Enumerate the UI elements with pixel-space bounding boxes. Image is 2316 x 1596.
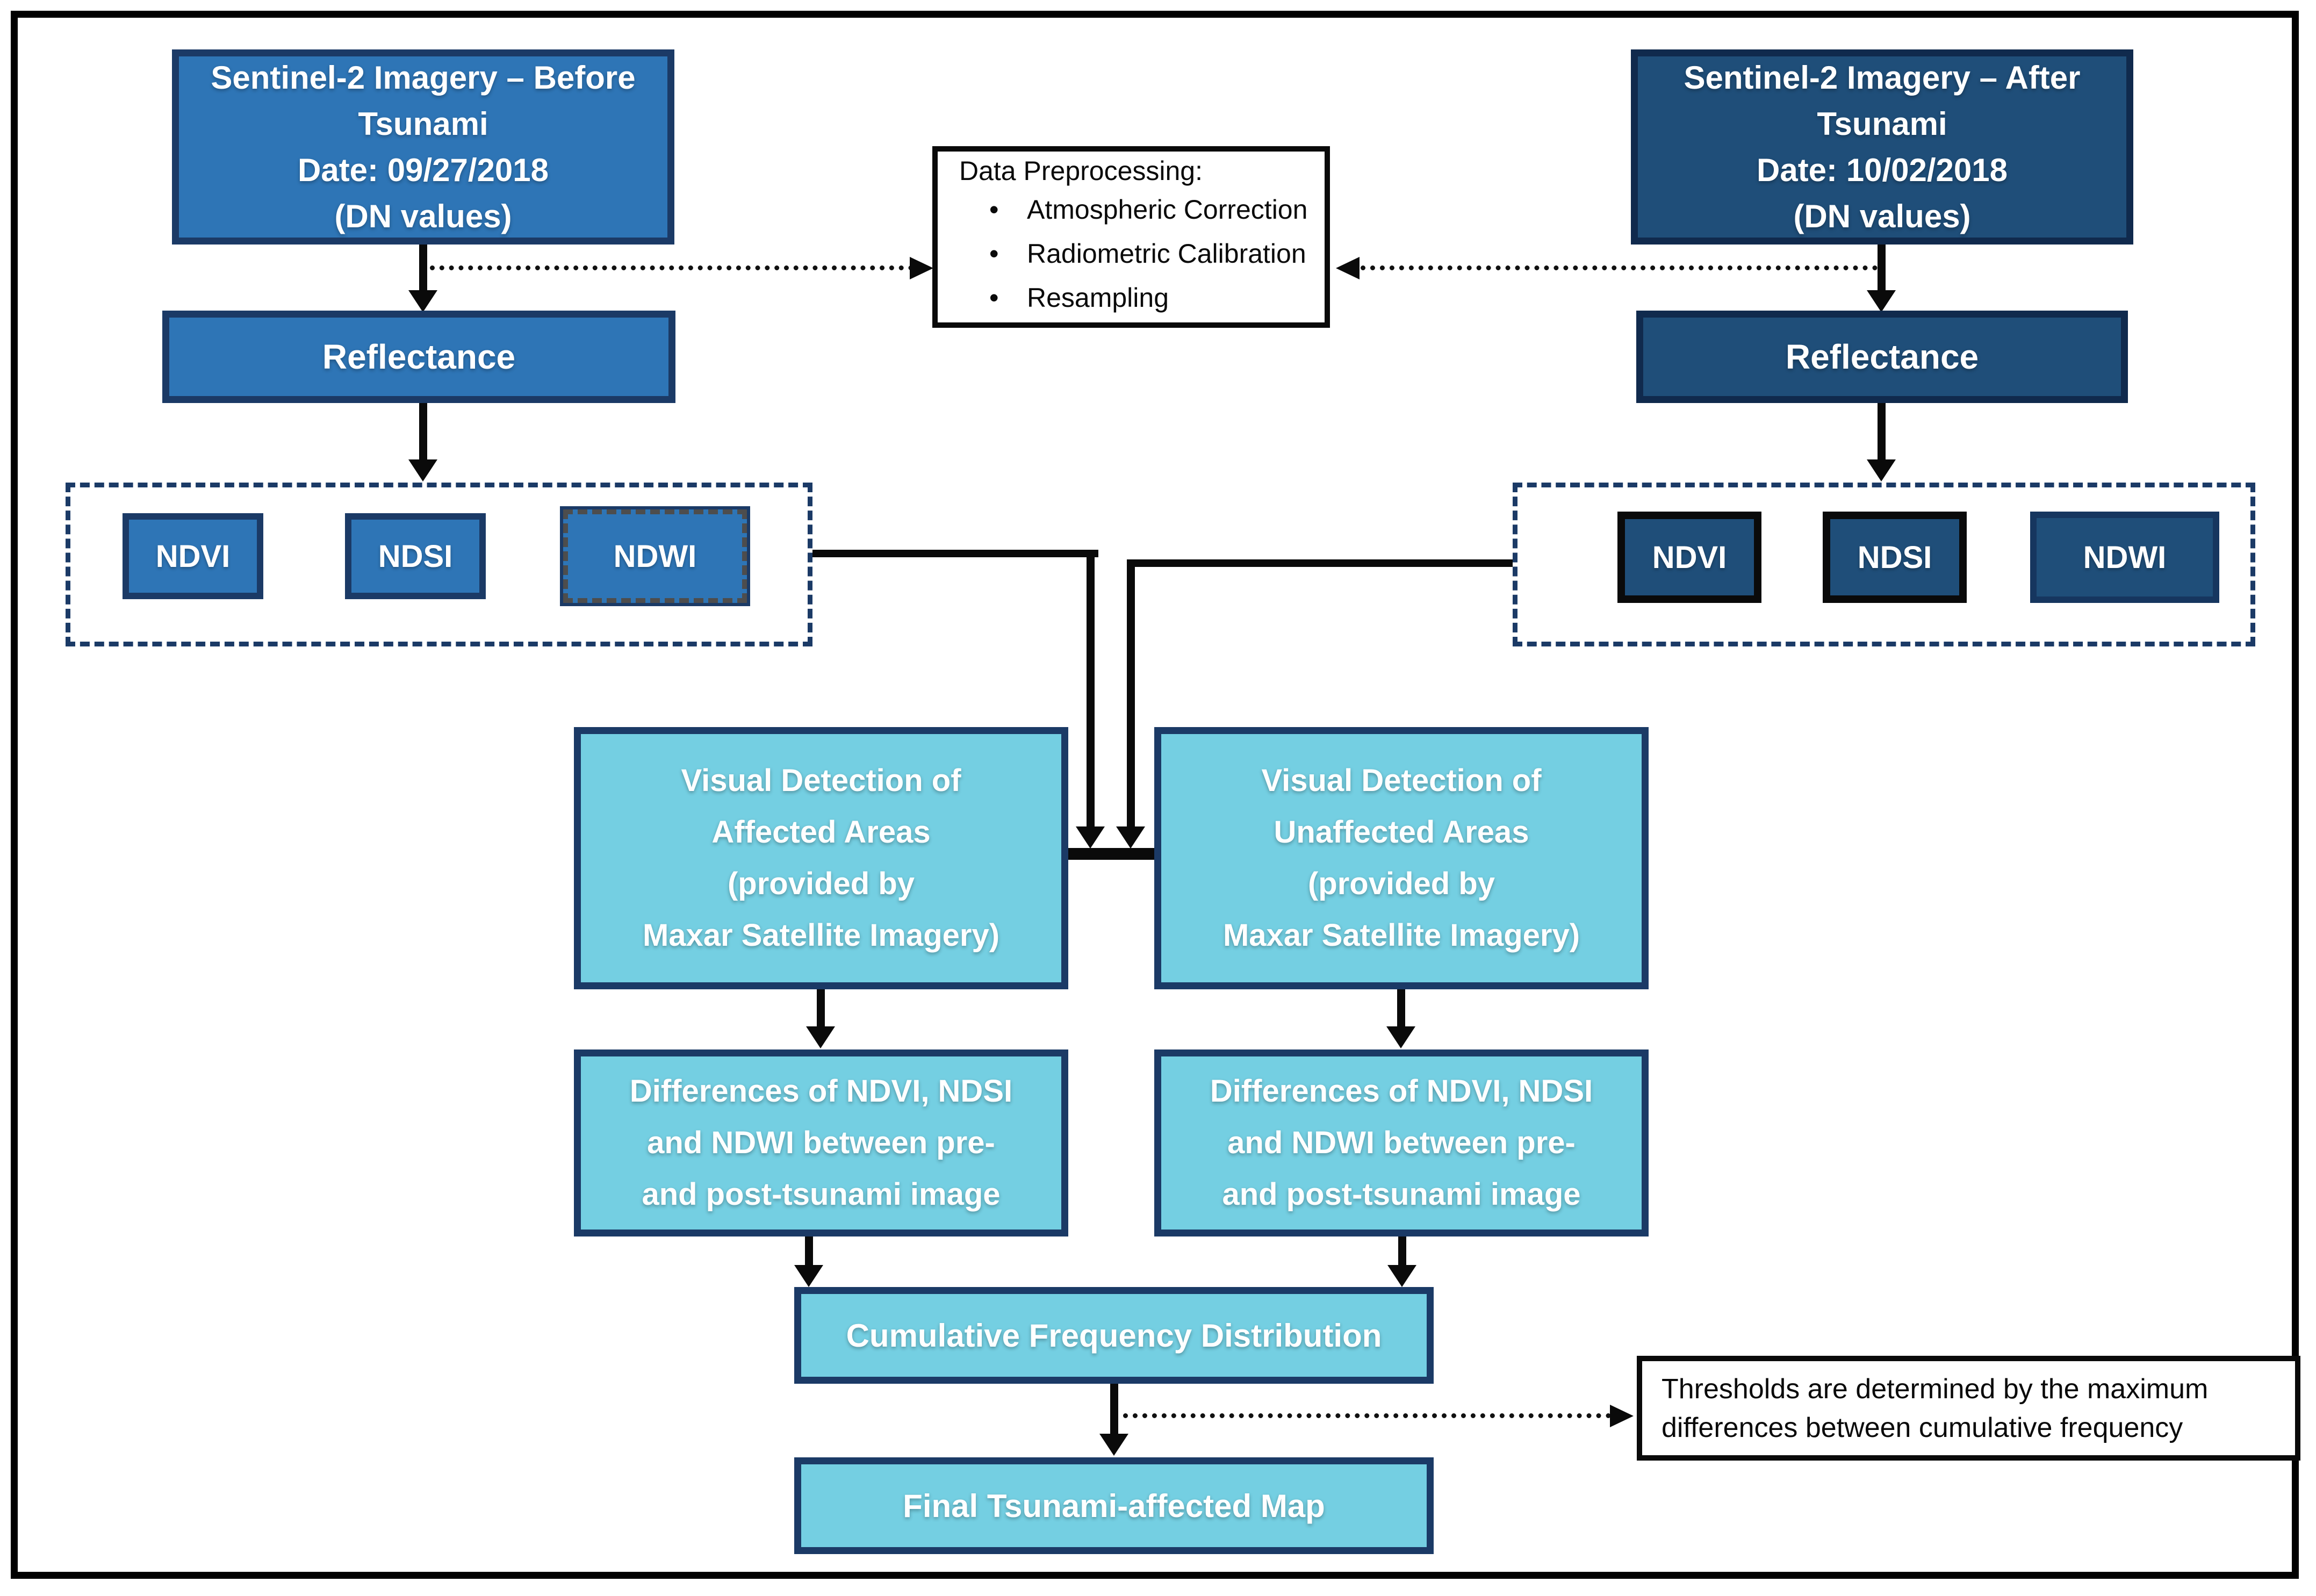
bullet-icon: • [989, 239, 999, 269]
preprocessing-item-label: Resampling [1027, 283, 1169, 313]
node-visual-affected: Visual Detection of Affected Areas (prov… [574, 727, 1068, 989]
arrow-down-icon [1099, 1434, 1128, 1456]
diff-affected-line1: Differences of NDVI, NDSI [629, 1074, 1013, 1109]
node-reflectance-left: Reflectance [162, 311, 675, 403]
arrow-down-icon [1116, 826, 1145, 849]
diff-unaffected-line3: and post-tsunami image [1222, 1177, 1581, 1212]
bullet-icon: • [989, 283, 999, 313]
arrow-down-icon [408, 290, 437, 312]
dotted-connector [430, 265, 914, 270]
connector-line [419, 245, 427, 292]
arrow-down-icon [1387, 1265, 1416, 1287]
node-data-preprocessing: Data Preprocessing: • Atmospheric Correc… [932, 146, 1330, 328]
connector-line [1397, 989, 1405, 1028]
preprocessing-item: • Atmospheric Correction [989, 193, 1307, 226]
preprocessing-title: Data Preprocessing: [959, 156, 1203, 186]
arrow-right-icon [910, 257, 933, 279]
connector-line [817, 989, 825, 1028]
connector-line [1087, 550, 1095, 829]
thresholds-note-line1: Thresholds are determined by the maximum [1662, 1373, 2209, 1405]
connector-line [1878, 403, 1886, 461]
connector-bar [1066, 848, 1162, 860]
connector-line [419, 403, 427, 461]
node-cumulative-frequency: Cumulative Frequency Distribution [794, 1287, 1434, 1384]
arrow-down-icon [1076, 826, 1105, 849]
dotted-connector [1361, 265, 1878, 270]
arrow-down-icon [806, 1026, 835, 1048]
diff-unaffected-line2: and NDWI between pre- [1227, 1125, 1576, 1160]
preprocessing-item: • Resampling [989, 281, 1169, 314]
arrow-down-icon [1386, 1026, 1415, 1048]
reflectance-right-label: Reflectance [1785, 337, 1979, 376]
node-visual-unaffected: Visual Detection of Unaffected Areas (pr… [1154, 727, 1649, 989]
index-group-right [1513, 483, 2255, 646]
index-group-left [66, 483, 812, 646]
reflectance-left-label: Reflectance [322, 337, 516, 376]
preprocessing-item-label: Atmospheric Correction [1027, 195, 1308, 225]
connector-line [1878, 245, 1886, 292]
connector-line [805, 1236, 813, 1267]
ndsi-right-label: NDSI [1857, 540, 1932, 575]
visual-unaffected-line4: Maxar Satellite Imagery) [1222, 918, 1580, 953]
visual-unaffected-line2: Unaffected Areas [1274, 815, 1529, 850]
connector-line [1127, 559, 1135, 829]
arrow-left-icon [1336, 257, 1360, 279]
node-ndwi-right: NDWI [2030, 512, 2219, 603]
connector-line [812, 550, 1098, 557]
ndwi-right-label: NDWI [2083, 540, 2167, 575]
node-ndvi-left: NDVI [123, 513, 263, 599]
cumulative-frequency-label: Cumulative Frequency Distribution [846, 1317, 1382, 1354]
ndvi-right-label: NDVI [1652, 540, 1727, 575]
ndsi-left-label: NDSI [378, 538, 453, 574]
node-diff-unaffected: Differences of NDVI, NDSI and NDWI betwe… [1154, 1049, 1649, 1236]
connector-line [1127, 559, 1513, 567]
visual-affected-line3: (provided by [727, 866, 915, 901]
visual-affected-line2: Affected Areas [711, 815, 931, 850]
node-sentinel-before-line1: Sentinel-2 Imagery – Before Tsunami [211, 59, 636, 142]
arrow-down-icon [408, 459, 437, 481]
diff-affected-line2: and NDWI between pre- [647, 1125, 995, 1160]
visual-affected-line4: Maxar Satellite Imagery) [642, 918, 1000, 953]
connector-line [1110, 1384, 1118, 1435]
arrow-right-icon [1610, 1405, 1634, 1427]
thresholds-note-line2: differences between cumulative frequency [1662, 1412, 2183, 1443]
preprocessing-item-label: Radiometric Calibration [1027, 239, 1306, 269]
node-ndsi-right: NDSI [1823, 512, 1967, 603]
ndwi-left-label: NDWI [613, 538, 697, 574]
node-diff-affected: Differences of NDVI, NDSI and NDWI betwe… [574, 1049, 1068, 1236]
visual-affected-line1: Visual Detection of [681, 763, 961, 798]
outer-frame [11, 11, 2299, 1579]
diff-affected-line3: and post-tsunami image [642, 1177, 1001, 1212]
node-sentinel-after: Sentinel-2 Imagery – After Tsunami Date:… [1631, 49, 2133, 245]
bullet-icon: • [989, 195, 999, 225]
visual-unaffected-line1: Visual Detection of [1261, 763, 1542, 798]
node-sentinel-after-line2: Date: 10/02/2018 [1757, 152, 2008, 188]
arrow-down-icon [1867, 290, 1896, 312]
node-ndwi-left: NDWI [560, 506, 750, 606]
node-sentinel-after-line3: (DN values) [1793, 198, 1971, 234]
ndvi-left-label: NDVI [155, 538, 231, 574]
visual-unaffected-line3: (provided by [1307, 866, 1495, 901]
node-final-map: Final Tsunami-affected Map [794, 1457, 1434, 1554]
node-sentinel-before: Sentinel-2 Imagery – Before Tsunami Date… [172, 49, 674, 245]
dotted-connector [1123, 1413, 1611, 1418]
preprocessing-item: • Radiometric Calibration [989, 237, 1306, 270]
node-sentinel-before-line2: Date: 09/27/2018 [298, 152, 549, 188]
node-ndsi-left: NDSI [345, 513, 486, 599]
node-ndvi-right: NDVI [1617, 512, 1761, 603]
arrow-down-icon [1867, 459, 1896, 481]
connector-line [1398, 1236, 1406, 1267]
final-map-label: Final Tsunami-affected Map [903, 1487, 1325, 1524]
node-reflectance-right: Reflectance [1636, 311, 2128, 403]
arrow-down-icon [794, 1265, 823, 1287]
node-thresholds-note: Thresholds are determined by the maximum… [1637, 1356, 2300, 1461]
diff-unaffected-line1: Differences of NDVI, NDSI [1210, 1074, 1593, 1109]
node-sentinel-before-line3: (DN values) [334, 198, 512, 234]
node-sentinel-after-line1: Sentinel-2 Imagery – After Tsunami [1684, 59, 2081, 142]
